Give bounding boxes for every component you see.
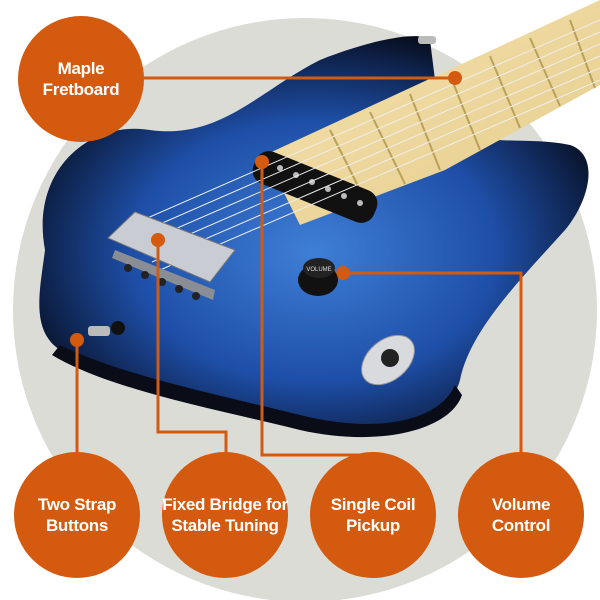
leader-lines (75, 76, 523, 457)
strap-button (418, 36, 436, 44)
callout-text: Fretboard (42, 80, 120, 99)
pole-pieces (277, 165, 363, 206)
volume-knob: VOLUME (298, 258, 338, 296)
knob-label: VOLUME (306, 267, 331, 273)
single-coil-pickup (252, 151, 378, 223)
callout-text: Control (491, 516, 551, 535)
body-edge (52, 345, 462, 438)
callout-text: Buttons (45, 516, 109, 535)
strings (119, 19, 600, 271)
callout-text: Single Coil (330, 495, 416, 514)
callout-text: Maple (57, 59, 105, 78)
leader-dots (70, 71, 462, 347)
strap-button (88, 321, 125, 336)
callout-text: Stable Tuning (171, 516, 279, 535)
fixed-bridge (107, 211, 236, 300)
callout-text: Pickup (346, 516, 400, 535)
callout-text: Two Strap (37, 495, 117, 514)
output-jack (361, 334, 415, 386)
callout-text: Fixed Bridge for (162, 495, 288, 514)
callout-text: Volume (491, 495, 551, 514)
